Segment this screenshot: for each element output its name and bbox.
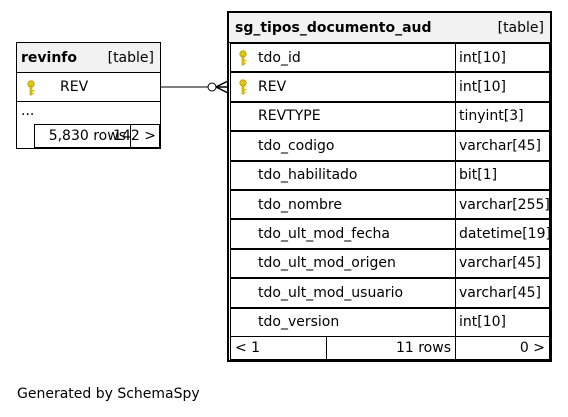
main-column-name: tdo_ult_mod_fecha — [230, 219, 456, 249]
generated-by-footer: Generated by SchemaSpy — [17, 386, 200, 402]
main-column-type: bit[1] — [455, 160, 550, 190]
main-column-type: int[10] — [455, 72, 550, 102]
primary-key-icon — [239, 50, 247, 66]
main-column-name: tdo_habilitado — [230, 160, 456, 190]
main-column-type: varchar[45] — [455, 131, 550, 161]
revinfo-column-name: REV — [60, 79, 89, 95]
revinfo-ellipsis: ... — [21, 103, 35, 119]
main-children-link[interactable]: 0 > — [455, 336, 550, 360]
revinfo-children-link[interactable]: 142 > — [113, 124, 160, 148]
main-column-type: tinyint[3] — [455, 101, 550, 132]
main-column-type: varchar[45] — [455, 278, 550, 308]
main-column-type: int[10] — [455, 43, 550, 73]
main-column-type: int[10] — [455, 307, 550, 337]
main-column-name: REVTYPE — [230, 101, 456, 132]
primary-key-icon — [239, 79, 247, 95]
main-column-name: tdo_nombre — [230, 190, 456, 220]
revinfo-header: revinfo [table] — [17, 43, 160, 73]
main-column-name: tdo_ult_mod_usuario — [230, 278, 456, 308]
revinfo-table-name: revinfo — [21, 49, 77, 66]
main-table-kind: [table] — [497, 19, 544, 36]
main-column-type: datetime[19] — [455, 219, 551, 249]
main-table-header: sg_tipos_documento_aud [table] — [229, 13, 550, 43]
main-column-name: tdo_codigo — [230, 131, 456, 161]
main-column-type: varchar[45] — [455, 248, 550, 279]
main-column-name: REV — [230, 72, 456, 102]
main-column-name: tdo_ult_mod_origen — [230, 248, 456, 279]
revinfo-ellipsis-row: ... — [17, 102, 160, 124]
revinfo-table-kind: [table] — [107, 49, 154, 66]
revinfo-column-row[interactable]: REV — [17, 73, 160, 102]
main-parents-link[interactable]: < 1 — [230, 336, 327, 360]
main-column-type: varchar[255] — [455, 190, 550, 220]
main-table-stats-row: < 1 11 rows 0 > — [229, 336, 550, 360]
main-column-name: tdo_id — [230, 43, 456, 73]
main-column-name: tdo_version — [230, 307, 456, 337]
zero-optional-marker — [207, 82, 217, 92]
main-table-name: sg_tipos_documento_aud — [235, 19, 432, 36]
revinfo-table[interactable]: revinfo [table] REV ... 5,830 rows 142 > — [16, 42, 161, 149]
main-row-count: 11 rows — [326, 336, 456, 360]
primary-key-icon — [27, 80, 35, 96]
revinfo-stats-row: 5,830 rows 142 > — [17, 124, 160, 148]
